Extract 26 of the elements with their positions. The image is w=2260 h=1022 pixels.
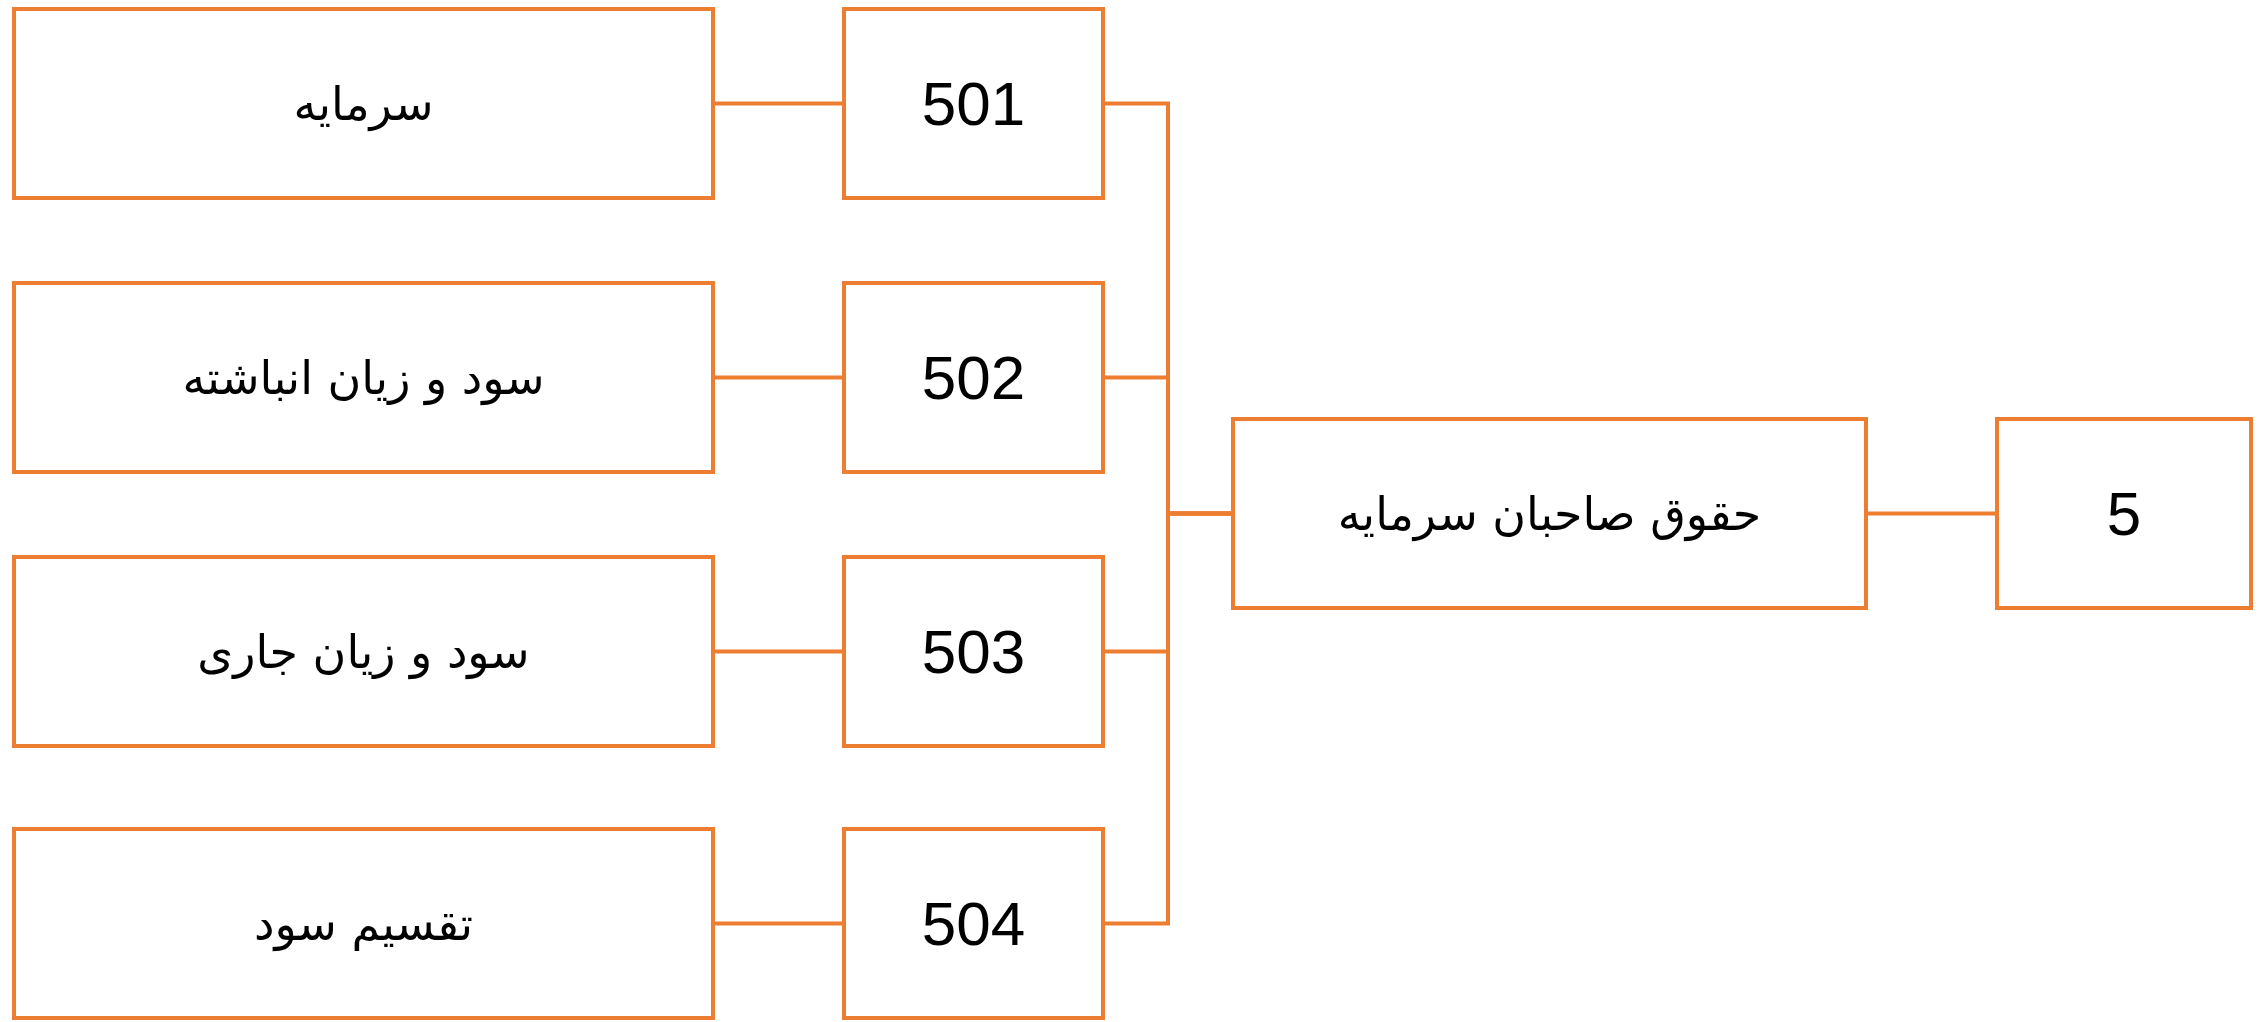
connector-line bbox=[1105, 511, 1231, 926]
node-label: 502 bbox=[921, 342, 1026, 413]
code-box bbox=[842, 555, 1105, 748]
node-label: سود و زیان انباشته bbox=[182, 350, 545, 405]
node-label: 501 bbox=[921, 68, 1026, 139]
account-box bbox=[12, 281, 715, 474]
node-label: تقسیم سود bbox=[254, 896, 473, 951]
node-label: 503 bbox=[921, 616, 1026, 687]
account-box bbox=[12, 827, 715, 1020]
node-label: 504 bbox=[921, 888, 1026, 959]
node-label: حقوق صاحبان سرمایه bbox=[1337, 486, 1762, 541]
connector-line bbox=[715, 921, 842, 926]
code-box bbox=[842, 827, 1105, 1020]
connector-line bbox=[1868, 511, 1995, 516]
account-box bbox=[1231, 417, 1868, 610]
code-box bbox=[842, 281, 1105, 474]
account-box bbox=[12, 555, 715, 748]
node-label: سود و زیان جاری bbox=[197, 624, 530, 679]
connector-line bbox=[715, 375, 842, 380]
connector-line bbox=[715, 101, 842, 106]
node-label: 5 bbox=[2106, 478, 2142, 549]
account-box bbox=[12, 7, 715, 200]
code-box bbox=[1995, 417, 2253, 610]
node-label: سرمایه bbox=[293, 76, 434, 131]
code-box bbox=[842, 7, 1105, 200]
connector-line bbox=[715, 649, 842, 654]
